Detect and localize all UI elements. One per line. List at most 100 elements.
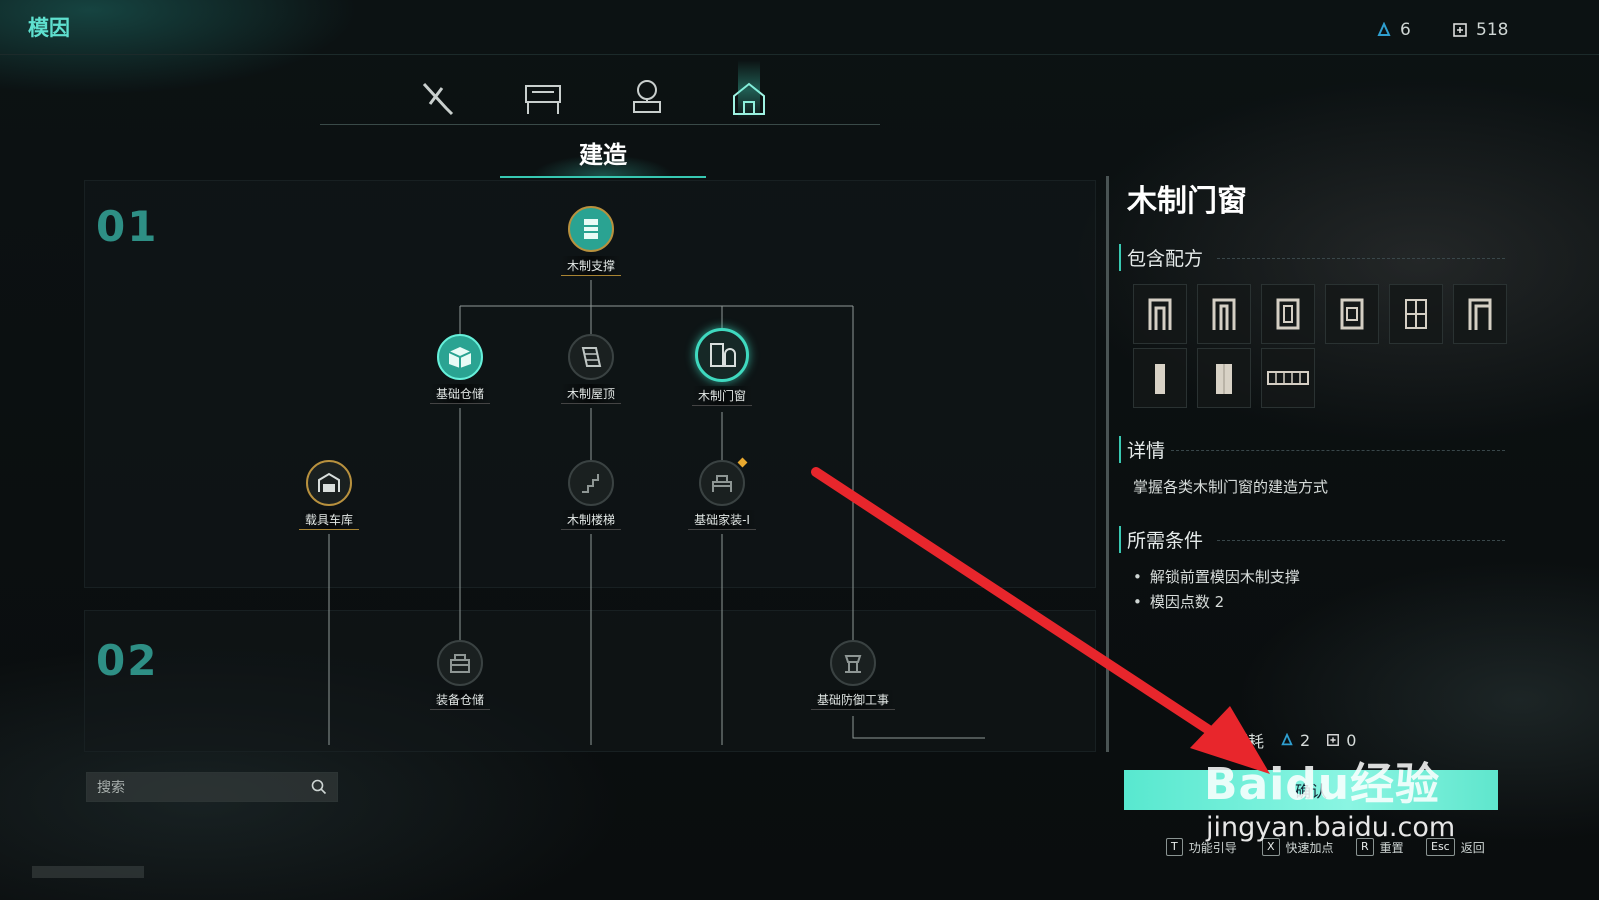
recipe-slot[interactable] [1261,284,1315,344]
top-bar: 模因 6 518 [0,0,1599,55]
window-frame-icon [1276,298,1300,330]
cost-points: 2 [1280,731,1310,750]
search-box [86,772,338,803]
hint-reset[interactable]: R 重置 [1356,838,1404,856]
recipe-slot[interactable] [1261,348,1315,408]
stairs-icon [568,460,614,506]
recipes-heading: 包含配方 [1119,244,1505,271]
window-grid-icon [1405,299,1427,329]
key-badge: R [1356,838,1374,856]
node-vehicle-garage[interactable]: 载具车库 [259,460,399,530]
hint-guide[interactable]: T 功能引导 [1166,838,1237,856]
requirement-item: 解锁前置模因木制支撑 [1133,566,1300,587]
node-label: 装备仓储 [429,690,490,710]
tier-number: 02 [96,636,159,685]
node-wood-stairs[interactable]: 木制楼梯 [521,460,661,530]
hint-label: 返回 [1460,840,1485,855]
weapon-icon [422,82,454,116]
node-label: 基础仓储 [429,384,490,404]
search-input[interactable] [87,773,309,803]
confirm-button[interactable]: 确认 [1124,770,1498,810]
details-heading: 详情 [1119,436,1505,463]
watermark-logo: Baidu经验 [1204,759,1441,810]
meme-point-counter: 6 [1376,20,1411,40]
details-heading-label: 详情 [1127,440,1166,462]
scrollbar[interactable] [32,866,144,878]
detail-panel: 木制门窗 包含配方 详情 掌握各类木制门窗的建造方式 所需条件 解锁前置模因木制… [1106,176,1529,752]
node-label: 木制门窗 [691,386,752,406]
node-wood-roof[interactable]: 木制屋顶 [521,334,661,404]
node-label: 基础家装-I [688,510,756,530]
watermark-url: jingyan.baidu.com [1206,812,1456,843]
key-badge: Esc [1426,838,1455,856]
door-icon [1155,364,1165,394]
app-title: 模因 [28,16,70,40]
category-tabs [320,60,880,125]
key-badge: T [1166,838,1183,856]
meme-point-icon [1281,733,1293,746]
reset-token-icon [1453,23,1467,37]
node-label: 载具车库 [298,510,359,530]
roof-icon [568,334,614,380]
node-basic-furniture[interactable]: 基础家装-I [652,460,792,530]
tab-building[interactable] [724,60,774,120]
section-title: 建造 [500,128,706,178]
recipe-slot[interactable] [1325,284,1379,344]
hint-back[interactable]: Esc 返回 [1426,838,1485,856]
recipe-slot[interactable] [1197,348,1251,408]
requirements-heading: 所需条件 [1119,526,1505,553]
equipment-crate-icon [437,640,483,686]
reset-token-value: 518 [1476,20,1509,40]
hint-label: 快速加点 [1285,840,1334,855]
watchtower-icon [830,640,876,686]
node-label: 基础防御工事 [810,690,895,710]
window-frame-icon [1340,298,1364,330]
recipe-slot[interactable] [1389,284,1443,344]
cost-tokens-value: 0 [1346,730,1357,750]
door-frame-icon [1212,298,1236,330]
recipe-slot[interactable] [1453,284,1507,344]
tab-weapons[interactable] [412,74,462,120]
tab-planting[interactable] [622,74,672,120]
tier-number: 01 [96,202,159,251]
node-label: 木制支撑 [560,256,621,276]
recipe-slot[interactable] [1197,284,1251,344]
planting-icon [633,80,661,113]
requirements-heading-label: 所需条件 [1127,530,1204,552]
node-label: 木制屋顶 [560,384,621,404]
wall-window-icon [1267,371,1309,385]
cost-points-value: 2 [1300,730,1311,750]
node-label: 木制楼梯 [560,510,621,530]
recipe-slot[interactable] [1133,348,1187,408]
node-wood-support[interactable]: 木制支撑 [521,206,661,276]
details-text: 掌握各类木制门窗的建造方式 [1133,478,1329,496]
garage-icon [306,460,352,506]
recipe-slot[interactable] [1133,284,1187,344]
hint-label: 重置 [1379,840,1404,855]
hint-quick-allocate[interactable]: X 快速加点 [1262,838,1334,856]
wood-support-icon [568,206,614,252]
hint-label: 功能引导 [1188,840,1237,855]
tab-workbench[interactable] [518,74,568,120]
door-window-icon [695,328,749,382]
door-icon [1216,364,1232,394]
cost-tokens: 0 [1326,731,1356,750]
recipes-heading-label: 包含配方 [1127,248,1204,270]
detail-title: 木制门窗 [1127,184,1247,219]
node-equipment-storage[interactable]: 装备仓储 [390,640,530,710]
reset-token-icon [1327,734,1340,746]
node-basic-storage[interactable]: 基础仓储 [390,334,530,404]
requirement-item: 模因点数 2 [1133,591,1224,612]
door-frame-icon [1148,298,1172,330]
meme-point-value: 6 [1400,20,1411,40]
storage-crate-icon [437,334,483,380]
workbench-icon [525,85,561,114]
search-icon[interactable] [311,779,327,795]
furniture-icon [699,460,745,506]
key-badge: X [1262,838,1280,856]
door-frame-icon [1468,298,1492,330]
meme-point-icon [1377,22,1391,36]
node-basic-defense[interactable]: 基础防御工事 [783,640,923,710]
node-wood-door-window[interactable]: 木制门窗 [652,328,792,406]
reset-token-counter: 518 [1452,20,1508,40]
